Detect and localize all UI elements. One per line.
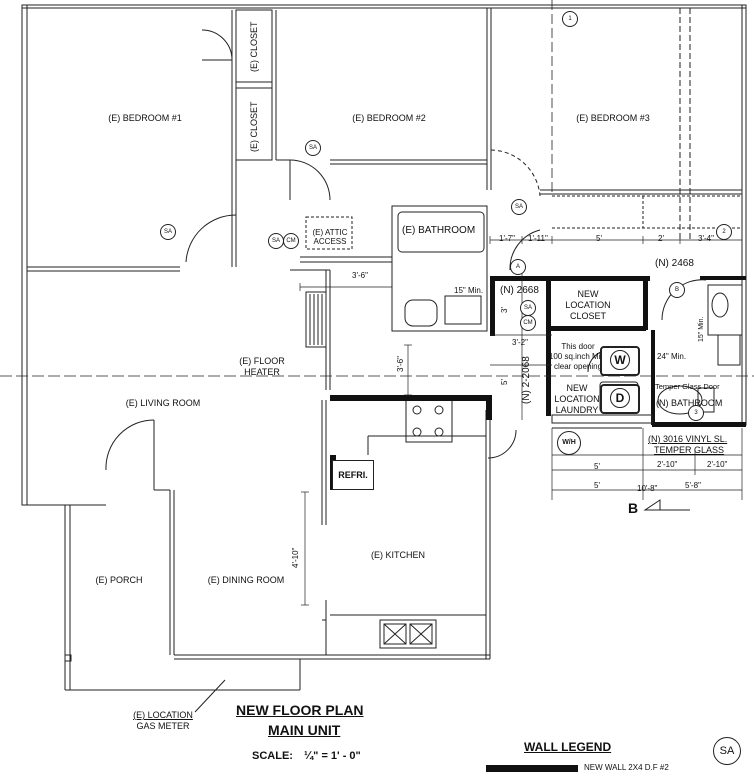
refrigerator: REFRI.: [332, 460, 374, 490]
main-interior-walls: [26, 271, 491, 691]
section-b-label: B: [628, 500, 639, 516]
closet-walls: [235, 9, 277, 161]
dim-5-row1: 5': [594, 462, 600, 471]
scale-label: SCALE:: [252, 750, 293, 762]
dim-3-2: 3'-2": [512, 338, 528, 347]
door-note-1: This door: [561, 342, 595, 351]
smoke-alarm-legend-icon: SA: [713, 737, 741, 765]
tag-1-icon: 1: [562, 11, 578, 27]
bedroom1-label: (E) BEDROOM #1: [108, 113, 182, 123]
bedroom3-label: (E) BEDROOM #3: [576, 113, 650, 123]
dining-room-label: (E) DINING ROOM: [207, 575, 285, 585]
scale-value: ¼" = 1' - 0": [304, 750, 361, 762]
attic-access-box: [305, 216, 353, 250]
new-closet-label-3: CLOSET: [569, 311, 607, 321]
smoke-alarm-icon: SA: [520, 300, 536, 316]
dim-5: 5': [596, 234, 602, 243]
vinyl-note-2: TEMPER GLASS: [654, 445, 725, 455]
new-closet-label-2: LOCATION: [565, 300, 611, 310]
min24-note: 24" Min.: [657, 352, 687, 361]
floor-heater-grate: [305, 291, 327, 348]
laundry-area: [551, 414, 653, 429]
bathroom-existing-label: (E) BATHROOM: [402, 225, 476, 236]
porch-label: (E) PORCH: [95, 575, 143, 585]
wall-legend-title: WALL LEGEND: [524, 740, 612, 754]
dim-5-row2: 5': [594, 481, 600, 490]
floor-heater-label-2: HEATER: [244, 367, 280, 377]
door-swings: [105, 29, 707, 490]
dim-2-10-b: 2'-10": [707, 460, 728, 469]
dim-10-8: 10'-8": [637, 484, 658, 493]
min15-vert-note: 15" Min.: [698, 316, 705, 342]
hall-bath-walls: [290, 205, 488, 390]
new-bathroom-label: (N) BATHROOM: [656, 398, 723, 408]
dimension-lines: [299, 236, 743, 606]
new-wall-swatch: [486, 765, 578, 772]
co-monitor-icon: CM: [283, 233, 299, 249]
dim-5-left: 5': [500, 379, 509, 385]
water-heater-icon: W/H: [557, 431, 581, 455]
attic-label-1: (E) ATTIC: [312, 228, 348, 237]
door-tag-2668: (N) 2668: [500, 285, 539, 296]
dim-2-10-a: 2'-10": [657, 460, 678, 469]
washer-icon: W: [600, 346, 640, 376]
floor-heater-label-1: (E) FLOOR: [239, 356, 285, 366]
dim-3-6-horizontal: 3'-6": [352, 271, 368, 280]
new-wall-legend-text: NEW WALL 2X4 D.F #2: [584, 763, 669, 772]
plan-title-line2: MAIN UNIT: [268, 722, 341, 738]
new-laundry-label-1: NEW: [566, 383, 588, 393]
door-tag-2068: (N) 2-2068: [521, 356, 532, 404]
new-closet-label-1: NEW: [577, 289, 599, 299]
dim-1-7: 1'-7": [499, 234, 515, 243]
new-laundry-label-3: LAUNDRY: [555, 405, 599, 415]
dim-4-10: 4'-10": [291, 547, 300, 568]
gas-meter-label-1: (E) LOCATION: [133, 710, 193, 720]
smoke-alarm-icon: SA: [511, 199, 527, 215]
bedroom1-walls: [27, 10, 237, 272]
smoke-alarm-icon: SA: [160, 224, 176, 240]
bedroom3-walls: [540, 8, 742, 240]
smoke-alarm-icon: SA: [268, 233, 284, 249]
tag-2-icon: 2: [716, 224, 732, 240]
porch-step-box: [64, 654, 72, 662]
dim-2: 2': [658, 234, 664, 243]
door-note-3: clear opening: [553, 362, 603, 371]
dryer-icon: D: [600, 384, 640, 414]
closet2-label: (E) CLOSET: [249, 101, 259, 152]
plan-title-line1: NEW FLOOR PLAN: [236, 702, 364, 718]
dim-3-6-vertical: 3'-6": [396, 356, 405, 372]
dim-5-8: 5'-8": [685, 481, 701, 490]
bedroom2-walls: [235, 8, 492, 190]
vinyl-note-1: (N) 3016 VINYL SL.: [648, 434, 728, 444]
smoke-alarm-icon: SA: [305, 140, 321, 156]
tag-a-icon: A: [510, 259, 526, 275]
tag-b-icon: B: [669, 282, 685, 298]
dim-3: 3': [500, 307, 509, 313]
washer-symbol: W: [610, 350, 630, 370]
temper-glass-door-note: Temper Glass Door: [655, 382, 720, 391]
door-note-2: 100 sq.inch Min.: [548, 352, 608, 361]
door-tag-2468: (N) 2468: [655, 258, 694, 269]
dim-1-11: 1'-11": [528, 234, 548, 243]
section-b-arrow: [643, 499, 690, 511]
new-laundry-label-2: LOCATION: [554, 394, 600, 404]
closet1-label: (E) CLOSET: [249, 21, 259, 72]
dryer-symbol: D: [610, 388, 630, 408]
bedroom2-label: (E) BEDROOM #2: [352, 113, 426, 123]
living-room-label: (E) LIVING ROOM: [125, 398, 201, 408]
min15-note: 15" Min.: [454, 286, 484, 295]
gas-meter-leader: [194, 679, 226, 713]
attic-label-2: ACCESS: [313, 237, 347, 246]
co-monitor-icon: CM: [520, 315, 536, 331]
gas-meter-label-2: GAS METER: [136, 721, 190, 731]
kitchen-label: (E) KITCHEN: [371, 550, 425, 560]
exterior-walls: [21, 4, 747, 506]
dim-3-4: 3'-4": [698, 234, 714, 243]
tag-3-icon: 3: [688, 405, 704, 421]
